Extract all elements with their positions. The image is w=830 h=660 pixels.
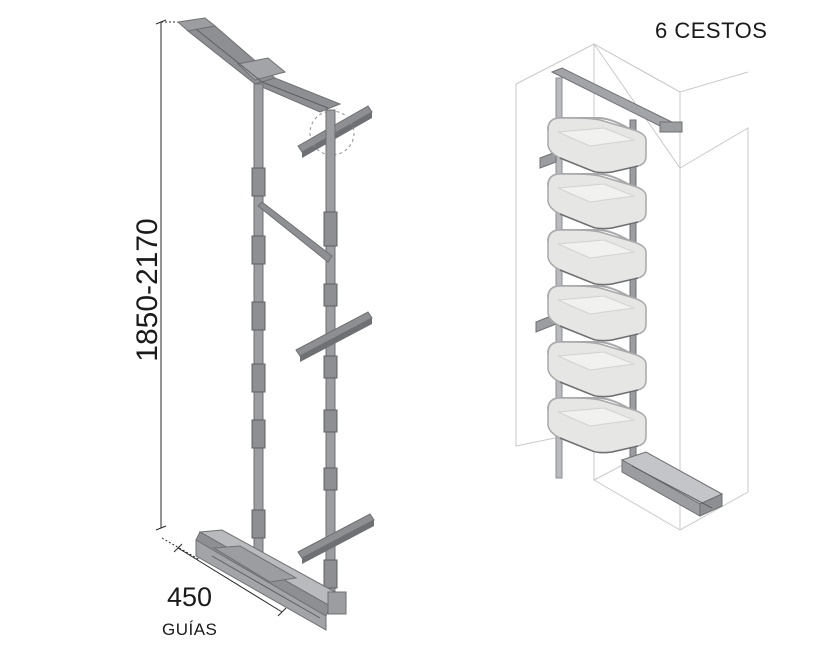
basket [547, 117, 647, 174]
pantry-frame-drawing [155, 17, 375, 631]
basket-count-label: 6 CESTOS [655, 18, 768, 43]
basket-stack [547, 117, 647, 454]
top-mounting-bracket [176, 17, 342, 113]
basket [547, 285, 647, 342]
frame-brace [257, 201, 333, 263]
cabinet-bottom-slide [620, 451, 724, 517]
bottom-runner-rails [195, 529, 348, 631]
width-dimension-label: 450 [167, 582, 213, 612]
frame-post-right [323, 109, 338, 611]
cabinet-assembly-drawing [515, 43, 749, 531]
cabinet-posts [555, 77, 637, 479]
height-dimension-label: 1850-2170 [131, 218, 164, 362]
width-dimension-line [161, 537, 287, 617]
cabinet-top-rail [550, 67, 683, 133]
middle-crossbar [295, 311, 373, 362]
basket [547, 397, 647, 454]
basket [547, 341, 647, 398]
rails-label: GUÍAS [162, 620, 218, 639]
basket [547, 173, 647, 230]
basket [547, 229, 647, 286]
frame-post-left [251, 83, 266, 555]
lower-crossbar [297, 513, 375, 564]
